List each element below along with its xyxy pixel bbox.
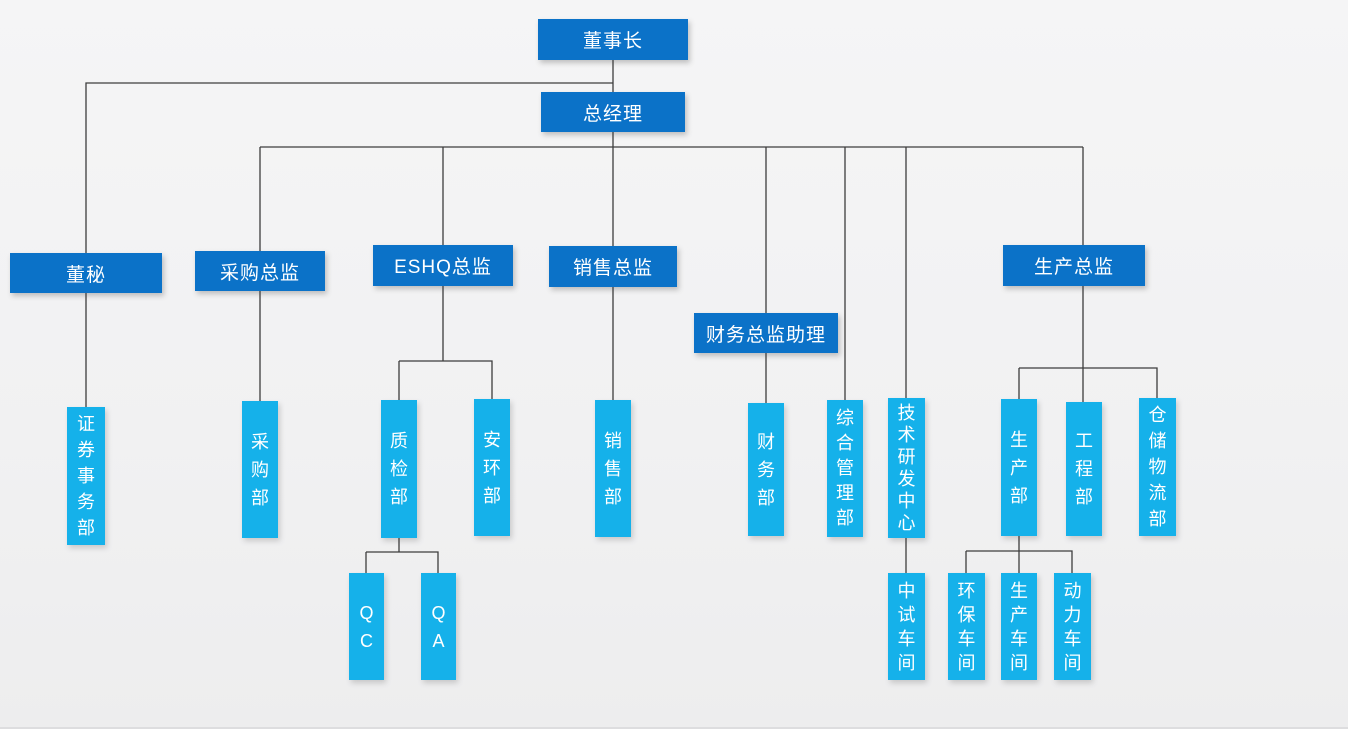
org-node-purchasing-director[interactable]: 采购总监 bbox=[195, 251, 325, 291]
connector-line bbox=[399, 360, 493, 399]
org-node-production-workshop[interactable]: 生产车间 bbox=[1001, 573, 1037, 680]
connector-line bbox=[366, 551, 439, 573]
org-node-board-secretary[interactable]: 董秘 bbox=[10, 253, 162, 293]
org-node-sales-dept[interactable]: 销售部 bbox=[595, 400, 631, 537]
connector-line bbox=[85, 82, 613, 253]
org-node-tech-rnd-center[interactable]: 技术研发中心 bbox=[888, 398, 925, 538]
org-node-engineering-dept[interactable]: 工程部 bbox=[1066, 402, 1102, 536]
org-node-safety-environment-dept[interactable]: 安环部 bbox=[474, 399, 510, 536]
org-node-pilot-test-workshop[interactable]: 中试车间 bbox=[888, 573, 925, 680]
org-node-warehouse-logistics-dept[interactable]: 仓储物流部 bbox=[1139, 398, 1176, 536]
connector-line bbox=[1019, 367, 1158, 398]
org-node-general-manager[interactable]: 总经理 bbox=[541, 92, 685, 132]
org-node-eshq-director[interactable]: ESHQ总监 bbox=[373, 245, 513, 286]
org-node-power-workshop[interactable]: 动力车间 bbox=[1054, 573, 1091, 680]
org-node-finance-dept[interactable]: 财务部 bbox=[748, 403, 784, 536]
org-node-securities-affairs-dept[interactable]: 证券事务部 bbox=[67, 407, 105, 545]
org-node-chairman[interactable]: 董事长 bbox=[538, 19, 688, 60]
org-node-environmental-workshop[interactable]: 环保车间 bbox=[948, 573, 985, 680]
connector-line bbox=[966, 550, 1073, 573]
org-node-qc[interactable]: QC bbox=[349, 573, 384, 680]
org-node-general-management-dept[interactable]: 综合管理部 bbox=[827, 400, 863, 537]
org-node-production-dept[interactable]: 生产部 bbox=[1001, 399, 1037, 536]
org-node-production-director[interactable]: 生产总监 bbox=[1003, 245, 1145, 286]
org-node-finance-director-assistant[interactable]: 财务总监助理 bbox=[694, 313, 838, 353]
org-node-qa[interactable]: QA bbox=[421, 573, 456, 680]
org-node-purchasing-dept[interactable]: 采购部 bbox=[242, 401, 278, 538]
org-node-sales-director[interactable]: 销售总监 bbox=[549, 246, 677, 287]
slide-bottom-edge bbox=[0, 727, 1348, 729]
org-node-quality-inspection-dept[interactable]: 质检部 bbox=[381, 400, 417, 538]
